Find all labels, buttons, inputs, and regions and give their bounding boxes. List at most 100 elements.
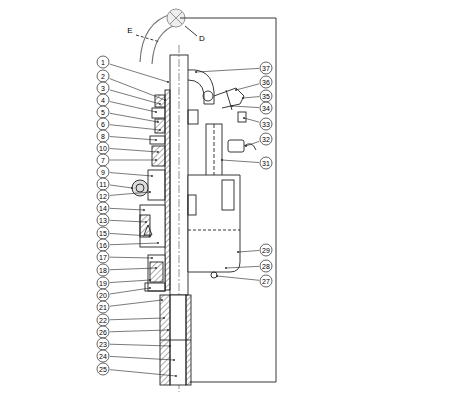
callout-balloon xyxy=(97,350,109,362)
leader-dot xyxy=(161,299,163,301)
callout-number: 27 xyxy=(262,278,270,285)
callout-balloon xyxy=(97,202,109,214)
callout-balloon xyxy=(260,275,272,287)
callout-number: 28 xyxy=(262,263,270,270)
leader-dot xyxy=(155,111,157,113)
leader-line xyxy=(110,137,156,140)
leader-dot xyxy=(149,235,151,237)
callout-number: 2 xyxy=(101,73,105,80)
callout-number: 13 xyxy=(99,217,107,224)
leader-line xyxy=(110,90,160,104)
leader-dot xyxy=(151,257,153,259)
callout-number: 12 xyxy=(99,193,107,200)
leader-line xyxy=(110,330,168,332)
view-letter: D xyxy=(199,35,205,43)
leader-dot xyxy=(155,139,157,141)
callout-balloon xyxy=(97,70,109,82)
leader-line xyxy=(110,268,156,270)
leader-dot xyxy=(235,89,237,91)
leader-line xyxy=(246,141,259,146)
callout-number: 16 xyxy=(99,242,107,249)
leader-line xyxy=(110,233,150,236)
leader-line xyxy=(243,97,259,98)
leader-dot xyxy=(242,97,244,99)
leader-dot xyxy=(155,267,157,269)
callout-number: 6 xyxy=(101,121,105,128)
leader-line xyxy=(236,84,259,90)
callout-balloon xyxy=(260,157,272,169)
leader-line xyxy=(110,64,168,82)
callout-balloon xyxy=(97,118,109,130)
callout-number: 23 xyxy=(99,341,107,348)
callout-balloon xyxy=(97,289,109,301)
callout-balloon xyxy=(260,76,272,88)
leader-dot xyxy=(149,287,151,289)
callout-balloon xyxy=(97,82,109,94)
callout-number: 19 xyxy=(99,280,107,287)
leader-dot xyxy=(169,345,171,347)
callout-number: 17 xyxy=(99,254,107,261)
callout-number: 26 xyxy=(99,329,107,336)
leader-line xyxy=(226,266,259,268)
leader-line xyxy=(110,160,156,161)
leader-line xyxy=(110,243,158,245)
callout-number: 33 xyxy=(262,121,270,128)
leader-line xyxy=(110,280,150,283)
leader-line xyxy=(110,125,160,130)
leader-line xyxy=(110,102,156,112)
callout-balloon xyxy=(260,118,272,130)
leader-dot xyxy=(164,99,166,101)
leader-dot xyxy=(167,81,169,83)
leader-dot xyxy=(145,221,147,223)
leader-line xyxy=(110,356,174,360)
callout-balloon xyxy=(260,102,272,114)
leader-dot xyxy=(231,105,233,107)
leader-dot xyxy=(131,187,133,189)
callout-number: 25 xyxy=(99,366,107,373)
callout-balloon xyxy=(97,326,109,338)
leader-dot xyxy=(225,267,227,269)
leader-dot xyxy=(175,375,177,377)
leader-line xyxy=(110,318,164,320)
callout-number: 4 xyxy=(101,97,105,104)
callout-balloon xyxy=(97,338,109,350)
callout-number: 35 xyxy=(262,93,270,100)
leader-line xyxy=(110,185,132,188)
callout-balloon xyxy=(97,214,109,226)
callout-number: 5 xyxy=(101,109,105,116)
leader-dot xyxy=(157,121,159,123)
callout-balloon xyxy=(97,363,109,375)
callout-number: 21 xyxy=(99,304,107,311)
callout-number: 18 xyxy=(99,267,107,274)
leader-dot xyxy=(151,175,153,177)
callout-balloon xyxy=(97,264,109,276)
callout-balloon xyxy=(260,62,272,74)
leader-dot xyxy=(237,251,239,253)
callout-number: 34 xyxy=(262,105,270,112)
leader-dot xyxy=(167,329,169,331)
callout-number: 37 xyxy=(262,65,270,72)
leader-line xyxy=(110,192,150,195)
callout-number: 11 xyxy=(99,181,106,188)
leader-line xyxy=(110,79,165,100)
leader-line xyxy=(110,300,162,306)
callout-number: 32 xyxy=(262,136,270,143)
leader-dot xyxy=(149,279,151,281)
leader-line xyxy=(110,257,152,259)
callout-number: 1 xyxy=(101,59,105,66)
leader-line xyxy=(232,106,259,108)
leader-dot xyxy=(149,191,151,193)
leader-line xyxy=(110,149,158,152)
callout-balloon xyxy=(97,142,109,154)
outline xyxy=(132,9,276,392)
callout-number: 9 xyxy=(101,169,105,176)
leader-dot xyxy=(155,159,157,161)
callout-balloon xyxy=(97,154,109,166)
leader-dot xyxy=(216,275,218,277)
leader-dot xyxy=(243,117,245,119)
callout-balloon xyxy=(97,106,109,118)
callout-balloon xyxy=(97,94,109,106)
callout-balloon xyxy=(260,244,272,256)
callout-number: 36 xyxy=(262,79,270,86)
callout-number: 24 xyxy=(99,353,107,360)
